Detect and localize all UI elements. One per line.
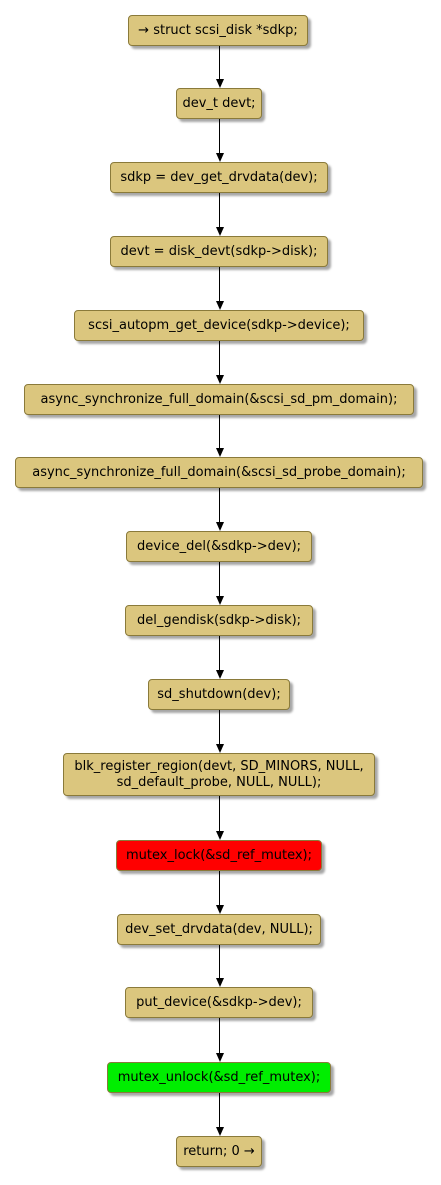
node-autopm-get: scsi_autopm_get_device(sdkp->device); [74,310,364,341]
edge-arrow-line [219,710,220,745]
edge-arrow-line [219,636,220,671]
node-sd-shutdown: sd_shutdown(dev); [148,679,290,710]
node-sync-probe-domain: async_synchronize_full_domain(&scsi_sd_p… [15,457,423,488]
edge-arrow-head [215,1127,224,1136]
edge-arrow-line [219,267,220,302]
edge-arrow-head [215,905,224,914]
node-device-del: device_del(&sdkp->dev); [126,531,312,562]
edge-arrow-line [219,562,220,597]
node-blk-register-region: blk_register_region(devt, SD_MINORS, NUL… [63,753,375,796]
node-return: return; 0 → [176,1136,262,1167]
node-mutex-unlock: mutex_unlock(&sd_ref_mutex); [107,1062,331,1093]
edge-arrow-line [219,1018,220,1054]
edge-arrow-head [215,1053,224,1062]
edge-arrow-line [219,46,220,80]
edge-arrow-line [219,193,220,228]
node-put-device: put_device(&sdkp->dev); [125,987,313,1018]
edge-arrow-line [219,796,220,832]
edge-arrow-line [219,488,220,523]
node-sync-pm-domain: async_synchronize_full_domain(&scsi_sd_p… [24,384,414,415]
edge-arrow-head [215,744,224,753]
edge-arrow-line [219,945,220,979]
edge-arrow-head [215,79,224,88]
edge-arrow-head [215,522,224,531]
node-struct-decl: → struct scsi_disk *sdkp; [128,15,308,46]
edge-arrow-line [219,871,220,906]
node-mutex-lock: mutex_lock(&sd_ref_mutex); [116,840,322,871]
edge-arrow-head [215,831,224,840]
edge-arrow-head [215,153,224,162]
edge-arrow-head [215,670,224,679]
node-devt-decl: dev_t devt; [176,88,262,119]
edge-arrow-head [215,301,224,310]
edge-arrow-line [219,1093,220,1128]
edge-arrow-head [215,978,224,987]
edge-arrow-head [215,596,224,605]
edge-arrow-line [219,341,220,376]
node-del-gendisk: del_gendisk(sdkp->disk); [125,605,313,636]
edge-arrow-head [215,227,224,236]
node-get-drvdata: sdkp = dev_get_drvdata(dev); [110,162,328,193]
edge-arrow-line [219,119,220,154]
edge-arrow-head [215,448,224,457]
edge-arrow-line [219,415,220,449]
edge-arrow-head [215,375,224,384]
node-disk-devt: devt = disk_devt(sdkp->disk); [110,236,328,267]
node-set-drvdata-null: dev_set_drvdata(dev, NULL); [117,914,321,945]
